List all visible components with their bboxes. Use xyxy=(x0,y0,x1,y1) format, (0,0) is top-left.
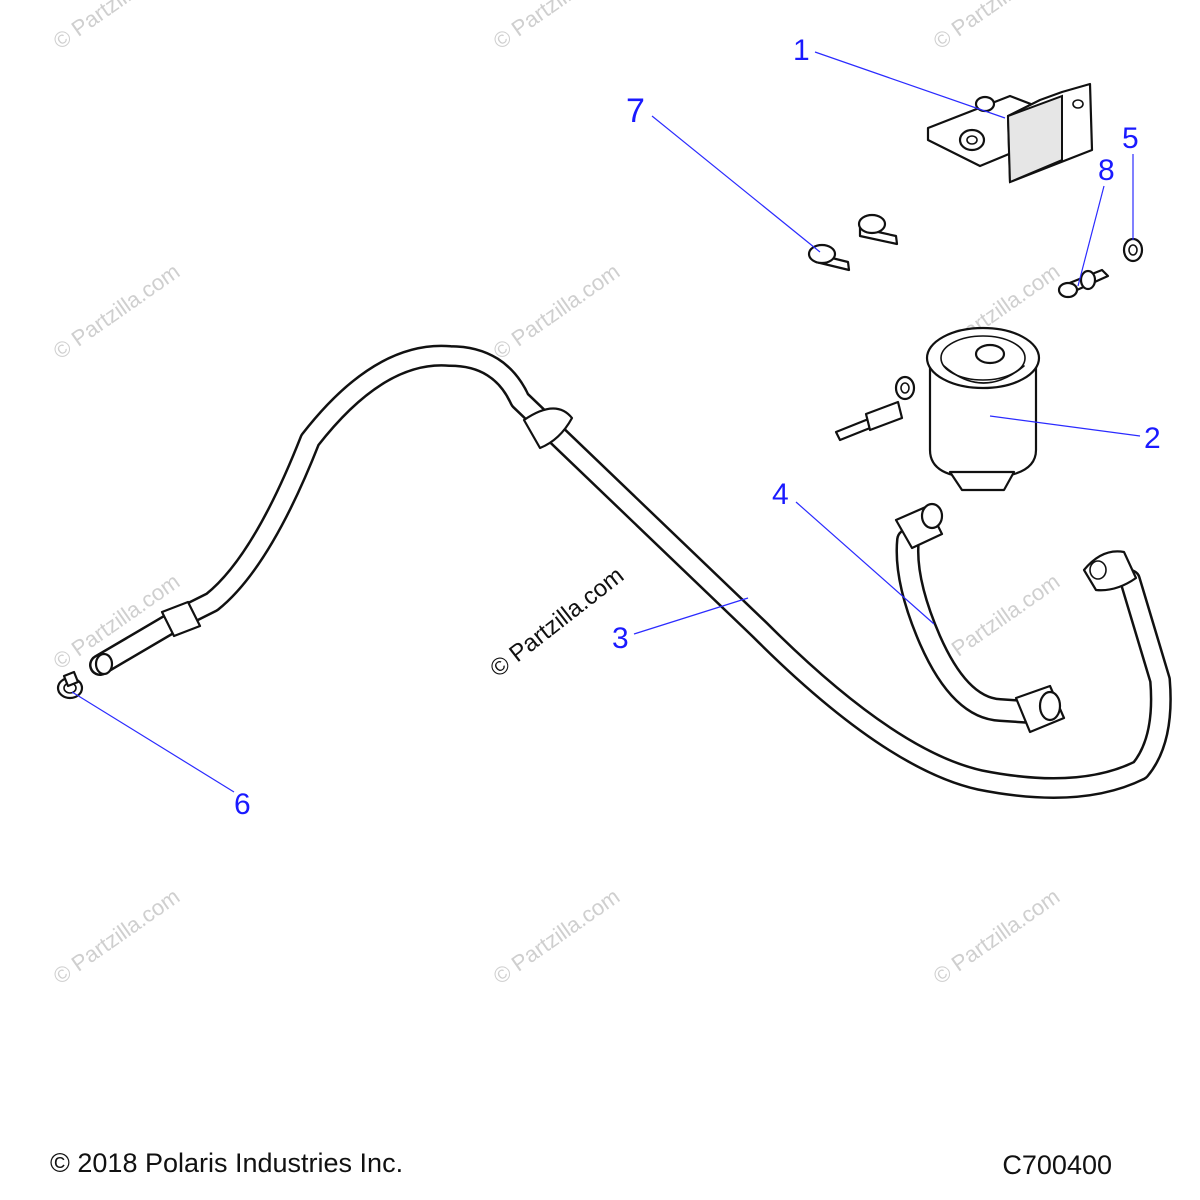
leader-8 xyxy=(1077,185,1105,287)
callout-5: 5 xyxy=(1122,122,1139,155)
leader-6 xyxy=(71,691,235,793)
watermark: © Partzilla.com xyxy=(929,0,1065,54)
leader-lines xyxy=(71,51,1141,793)
watermark-grid: © Partzilla.com © Partzilla.com © Partzi… xyxy=(49,0,1065,989)
callout-6: 6 xyxy=(234,788,251,821)
part-fuel-line xyxy=(89,344,1172,799)
leader-1 xyxy=(814,51,1006,119)
leader-3 xyxy=(633,597,749,635)
leader-2 xyxy=(989,415,1141,437)
callout-3: 3 xyxy=(612,622,629,655)
part-bolts xyxy=(807,213,899,272)
part-hose xyxy=(894,502,1066,734)
leader-4 xyxy=(795,501,935,625)
watermark: © Partzilla.com xyxy=(929,884,1065,990)
part-fitting-filter xyxy=(834,375,916,442)
watermark: © Partzilla.com xyxy=(49,884,185,990)
part-washer-top xyxy=(1122,237,1144,263)
watermark: © Partzilla.com xyxy=(49,0,185,54)
callout-numbers: 1 2 3 4 5 6 7 8 xyxy=(234,34,1161,821)
watermark-center: © Partzilla.com xyxy=(485,562,629,683)
diagram-code: C700400 xyxy=(1002,1150,1112,1180)
leader-7 xyxy=(651,115,821,253)
watermark: © Partzilla.com xyxy=(489,884,625,990)
callout-4: 4 xyxy=(772,478,789,511)
part-clamp xyxy=(56,670,84,700)
callout-2: 2 xyxy=(1144,422,1161,455)
callout-1: 1 xyxy=(793,34,810,67)
copyright-text: © 2018 Polaris Industries Inc. xyxy=(50,1148,404,1178)
part-filter xyxy=(925,326,1041,492)
callout-8: 8 xyxy=(1098,154,1115,187)
watermark: © Partzilla.com xyxy=(489,0,625,54)
part-bracket xyxy=(926,82,1094,184)
callout-7: 7 xyxy=(626,92,645,130)
watermark: © Partzilla.com xyxy=(489,259,625,365)
part-fitting-top xyxy=(1057,268,1110,299)
watermark: © Partzilla.com xyxy=(49,259,185,365)
